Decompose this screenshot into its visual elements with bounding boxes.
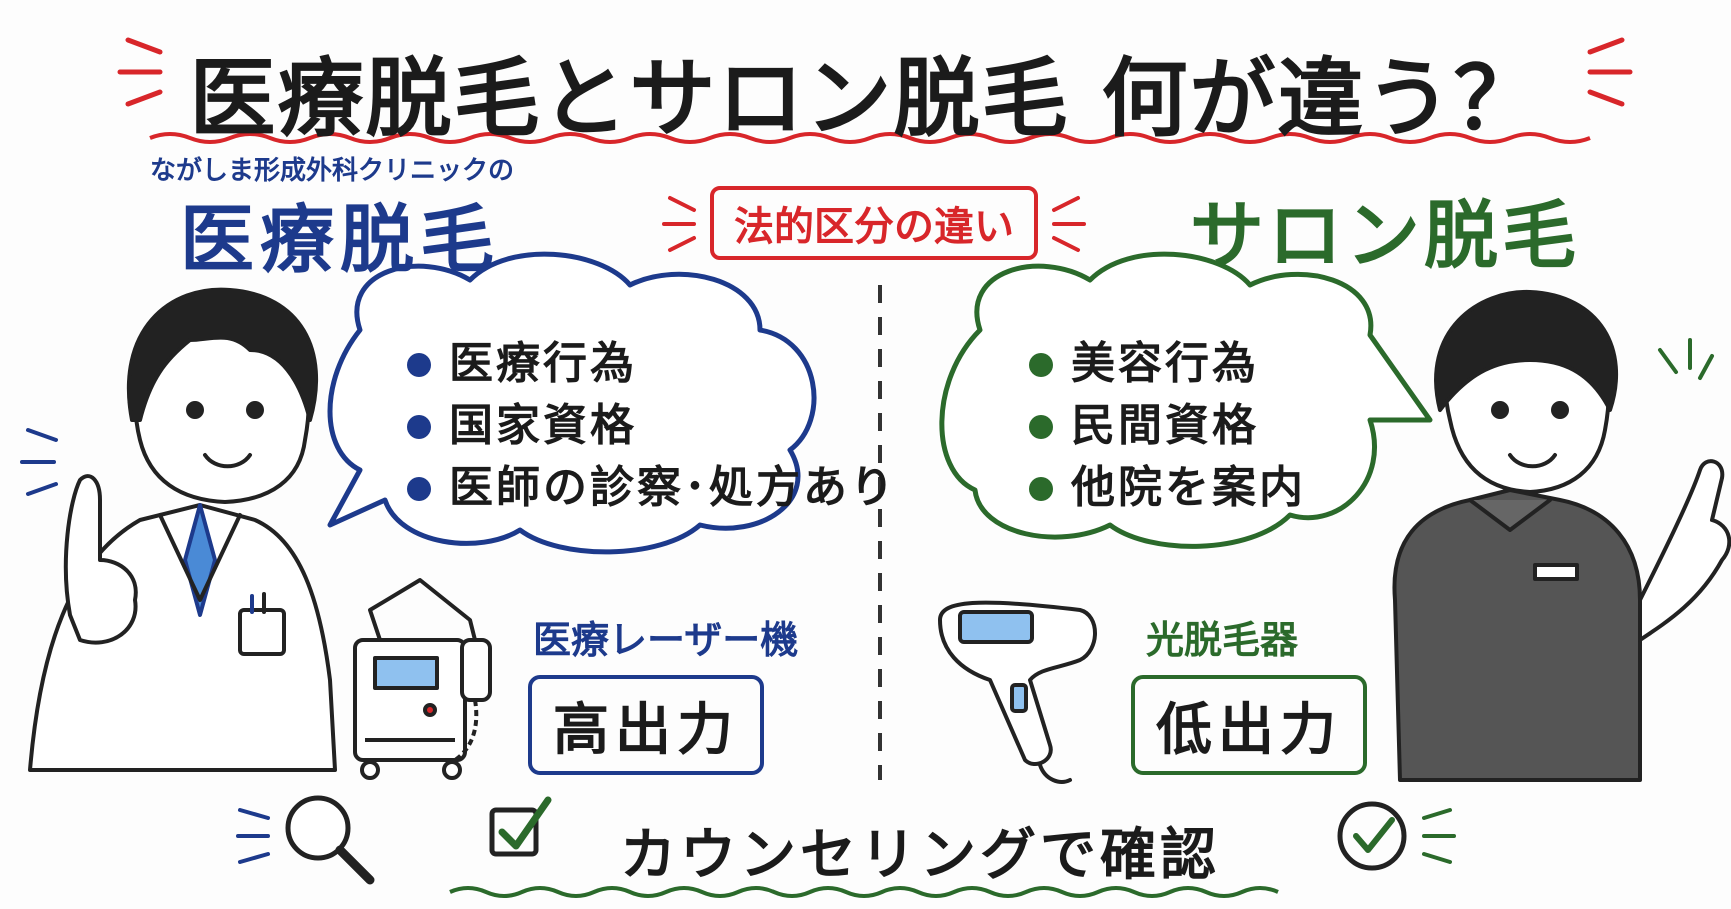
bullet-dot-icon — [1029, 477, 1053, 501]
medical-speech-bubble — [327, 251, 817, 555]
list-item: 民間資格 — [1027, 395, 1306, 457]
doctor-illustration — [20, 287, 337, 772]
legal-accent-marks — [662, 196, 1086, 252]
salon-power-label: 低出力 — [1156, 697, 1342, 763]
page-title: 医療脱毛とサロン脱毛 何が違う？ — [189, 49, 1542, 149]
list-item: 美容行為 — [1027, 333, 1306, 395]
checkbox-icon — [489, 796, 552, 857]
medical-heading: 医療脱毛 — [180, 197, 500, 283]
footer-underline — [449, 886, 1279, 898]
salon-bullet-list: 美容行為 民間資格 他院を案内 — [1027, 333, 1306, 519]
magnifier-icon — [236, 795, 375, 885]
list-item: 他院を案内 — [1027, 457, 1306, 519]
bullet-dot-icon — [407, 415, 431, 439]
medical-device-label: 医療レーザー機 — [533, 618, 799, 662]
list-item: 医療行為 — [405, 333, 897, 395]
list-item: 国家資格 — [405, 395, 897, 457]
laser-machine-icon — [353, 578, 492, 780]
title-underline — [149, 132, 1591, 144]
salon-power-box: 低出力 — [1131, 675, 1367, 775]
legal-category-box: 法的区分の違い — [710, 186, 1038, 260]
counseling-label: カウンセリングで確認 — [620, 823, 1220, 888]
medical-power-box: 高出力 — [528, 675, 764, 775]
check-circle-icon — [1337, 801, 1456, 871]
salon-device-label: 光脱毛器 — [1146, 618, 1299, 662]
staff-illustration — [1392, 289, 1731, 782]
legal-category-label: 法的区分の違い — [734, 204, 1014, 250]
handheld-device-icon — [938, 600, 1097, 784]
clinic-name: ながしま形成外科クリニックの — [150, 156, 515, 186]
medical-bullet-list: 医療行為 国家資格 医師の診察･処方あり — [405, 333, 897, 519]
bullet-dot-icon — [1029, 353, 1053, 377]
title-accent-marks — [117, 37, 1633, 107]
medical-power-label: 高出力 — [553, 697, 739, 763]
salon-heading: サロン脱毛 — [1190, 193, 1580, 279]
salon-speech-bubble — [939, 251, 1433, 549]
list-item: 医師の診察･処方あり — [405, 457, 897, 519]
bullet-dot-icon — [407, 477, 431, 501]
bullet-dot-icon — [1029, 415, 1053, 439]
bullet-dot-icon — [407, 353, 431, 377]
